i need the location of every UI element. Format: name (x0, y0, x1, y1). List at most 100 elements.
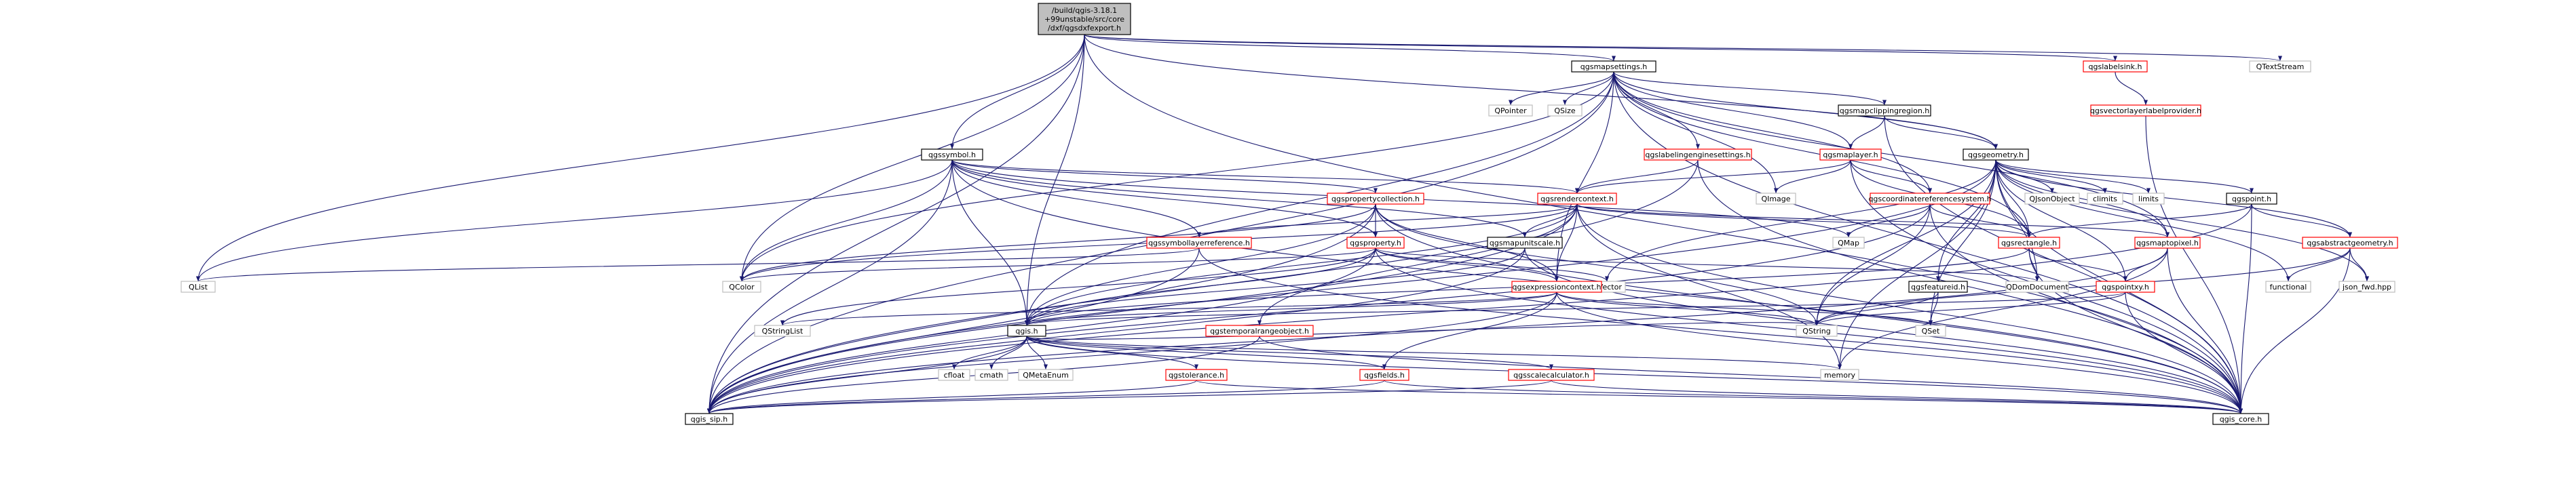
edge-qgsmapsettings-to-qcolor (739, 71, 1614, 282)
node-label-qstringlist: QStringList (762, 327, 803, 336)
node-qgspointxy[interactable]: qgspointxy.h (2096, 281, 2155, 293)
edge-qgsrectangle-to-qgspointxy (2028, 247, 2128, 282)
node-box-qgsfeatureid (1908, 281, 1968, 293)
node-qgstemporalrangeobject[interactable]: qgstemporalrangeobject.h (1205, 325, 1314, 337)
edge-qgsmapsettings-to-qgsmaplayer (1613, 71, 1853, 150)
edge-qgsexpressioncontext-to-qgsfields (1382, 292, 1557, 370)
node-box-qstringlist (754, 325, 811, 337)
node-label-qgis: qgis.h (1015, 327, 1038, 336)
node-qgsfeatureid[interactable]: qgsfeatureid.h (1908, 281, 1968, 293)
node-qgssymbol[interactable]: qgssymbol.h (921, 148, 983, 161)
node-label-qgsmaplayer: qgsmaplayer.h (1823, 151, 1878, 159)
node-label-qcolor: QColor (729, 283, 755, 292)
edge-qgspropertycollection-to-qcolor (740, 203, 1376, 282)
node-qgspoint[interactable]: qgspoint.h (2226, 193, 2277, 205)
node-label-qjsonobject: QJsonObject (2029, 195, 2075, 203)
node-box-qimage (1756, 193, 1796, 205)
node-qgsscalecalculator[interactable]: qgsscalecalculator.h (1508, 369, 1595, 381)
node-qgsgeometry[interactable]: qgsgeometry.h (1963, 148, 2029, 161)
node-box-qgscoordinatereferencesystem (1870, 193, 1990, 205)
edge-qgis-to-qgsfields (1026, 336, 1386, 370)
node-box-qpointer (1488, 104, 1533, 117)
edge-qgscoordinatereferencesystem-to-qgis_core (1929, 203, 2243, 414)
node-qgsmaptopixel[interactable]: qgsmaptopixel.h (2134, 237, 2201, 249)
edge-qgssymbol-to-qcolor (739, 159, 953, 282)
node-qgsfields[interactable]: qgsfields.h (1359, 369, 1409, 381)
edge-qgis-to-cfloat (951, 336, 1027, 370)
node-label-functional: functional (2270, 283, 2307, 292)
edge-qgsabstractgeometry-to-functional (2286, 247, 2351, 282)
edge-qgstolerance-to-qgis_sip (707, 380, 1197, 414)
node-box-qgspointxy (2096, 281, 2155, 293)
node-qgsvectorlayerlabelprovider[interactable]: qgsvectorlayerlabelprovider.h (2090, 104, 2201, 117)
node-qgsrectangle[interactable]: qgsrectangle.h (1998, 237, 2060, 249)
edge-qgsgeometry-to-qgsabstractgeometry (1995, 159, 2353, 238)
edge-qgsvectorlayerlabelprovider-to-qgis_core (2145, 115, 2243, 414)
node-qgssymbollayerreference[interactable]: qgssymbollayerreference.h (1146, 237, 1252, 249)
edge-root-to-qgis_sip (706, 34, 1085, 414)
edge-qgsexpressioncontext-to-qstringlist (780, 292, 1557, 326)
node-box-qgsvectorlayerlabelprovider (2090, 104, 2201, 117)
edge-qgsmapsettings-to-qgscoordinatereferencesystem (1613, 71, 1933, 194)
node-qgspropertycollection[interactable]: qgspropertycollection.h (1327, 193, 1424, 205)
edge-qgscoordinatereferencesystem-to-qstring (1814, 203, 1931, 326)
node-qgis_sip[interactable]: qgis_sip.h (685, 413, 734, 425)
node-qgsabstractgeometry[interactable]: qgsabstractgeometry.h (2302, 237, 2398, 249)
node-box-qgspoint (2226, 193, 2277, 205)
node-label-qstring: QString (1802, 327, 1831, 336)
node-label-qgscoordinatereferencesystem: qgscoordinatereferencesystem.h (1868, 195, 1991, 203)
node-label-qmetaenum: QMetaEnum (1023, 371, 1069, 380)
node-qgsmapsettings[interactable]: qgsmapsettings.h (1571, 60, 1656, 73)
node-qgsexpressioncontext[interactable]: qgsexpressioncontext.h (1511, 281, 1602, 293)
edge-qgspropertycollection-to-qgis (1024, 203, 1376, 326)
node-box-qmetaenum (1018, 369, 1074, 381)
node-qset: QSet (1915, 325, 1946, 337)
node-limits: limits (2132, 193, 2165, 205)
node-qgsmapunitscale[interactable]: qgsmapunitscale.h (1487, 237, 1563, 249)
nodes-layer: /build/qgis-3.18.1+99unstable/src/core/d… (181, 3, 2398, 425)
node-qgsrendercontext[interactable]: qgsrendercontext.h (1537, 193, 1617, 205)
node-root[interactable]: /build/qgis-3.18.1+99unstable/src/core/d… (1038, 3, 1131, 35)
edge-qgsrendercontext-to-qgis_core (1576, 203, 2243, 414)
node-qgis_core[interactable]: qgis_core.h (2212, 413, 2269, 425)
node-box-qgsmaptopixel (2134, 237, 2201, 249)
node-box-qgsscalecalculator (1508, 369, 1595, 381)
edge-qgsproperty-to-qcolor (740, 247, 1376, 282)
edge-qgsgeometry-to-json_fwd (1995, 159, 2370, 282)
edge-root-to-qgssymbol (949, 34, 1085, 150)
node-qgslabelingenginesettings[interactable]: qgslabelingenginesettings.h (1644, 148, 1752, 161)
edge-qgsrendercontext-to-qgstemporalrangeobject (1257, 203, 1578, 326)
node-box-qgsabstractgeometry (2302, 237, 2398, 249)
node-box-qdomdocument (2005, 281, 2069, 293)
edge-qgssymbol-to-qgis (951, 159, 1029, 326)
edge-qgssymbollayerreference-to-qlist (196, 247, 1200, 282)
node-qgstolerance[interactable]: qgstolerance.h (1165, 369, 1228, 381)
node-qgsmaplayer[interactable]: qgsmaplayer.h (1819, 148, 1882, 161)
node-qgscoordinatereferencesystem[interactable]: qgscoordinatereferencesystem.h (1868, 193, 1992, 205)
node-box-qgsrendercontext (1537, 193, 1617, 205)
edge-qgsscalecalculator-to-qgis_core (1551, 380, 2243, 414)
node-qtextstream: QTextStream (2249, 60, 2311, 73)
edge-qgsfields-to-qgis_core (1384, 380, 2243, 414)
node-box-qgssymbollayerreference (1146, 237, 1252, 249)
edge-qgsmapunitscale-to-qgis (1025, 247, 1526, 326)
edge-qgsexpressioncontext-to-qgis (1025, 292, 1557, 326)
node-qgsmapclippingregion[interactable]: qgsmapclippingregion.h (1838, 104, 1931, 117)
node-qgslabelsink[interactable]: qgslabelsink.h (2083, 60, 2148, 73)
edge-qgsmapclippingregion-to-qgis_core (1884, 115, 2243, 414)
node-label-qgsrectangle: qgsrectangle.h (2001, 239, 2057, 247)
node-label-climits: climits (2093, 195, 2117, 203)
node-box-qgsmapsettings (1571, 60, 1656, 73)
node-qgsproperty[interactable]: qgsproperty.h (1346, 237, 1405, 249)
node-label-qgspoint: qgspoint.h (2232, 195, 2271, 203)
edge-root-to-qgis_core (1084, 34, 2243, 414)
node-label-limits: limits (2138, 195, 2159, 203)
edge-qgstemporalrangeobject-to-qgis_core (1259, 336, 2243, 414)
edge-qgsmapunitscale-to-qgis_core (1524, 247, 2243, 414)
node-qgis[interactable]: qgis.h (1007, 325, 1046, 337)
edge-qgsproperty-to-qgsexpressioncontext (1375, 247, 1559, 282)
node-box-qgslabelingenginesettings (1644, 148, 1752, 161)
node-box-qgstolerance (1165, 369, 1228, 381)
edge-qgspoint-to-qgis_core (2238, 203, 2252, 414)
